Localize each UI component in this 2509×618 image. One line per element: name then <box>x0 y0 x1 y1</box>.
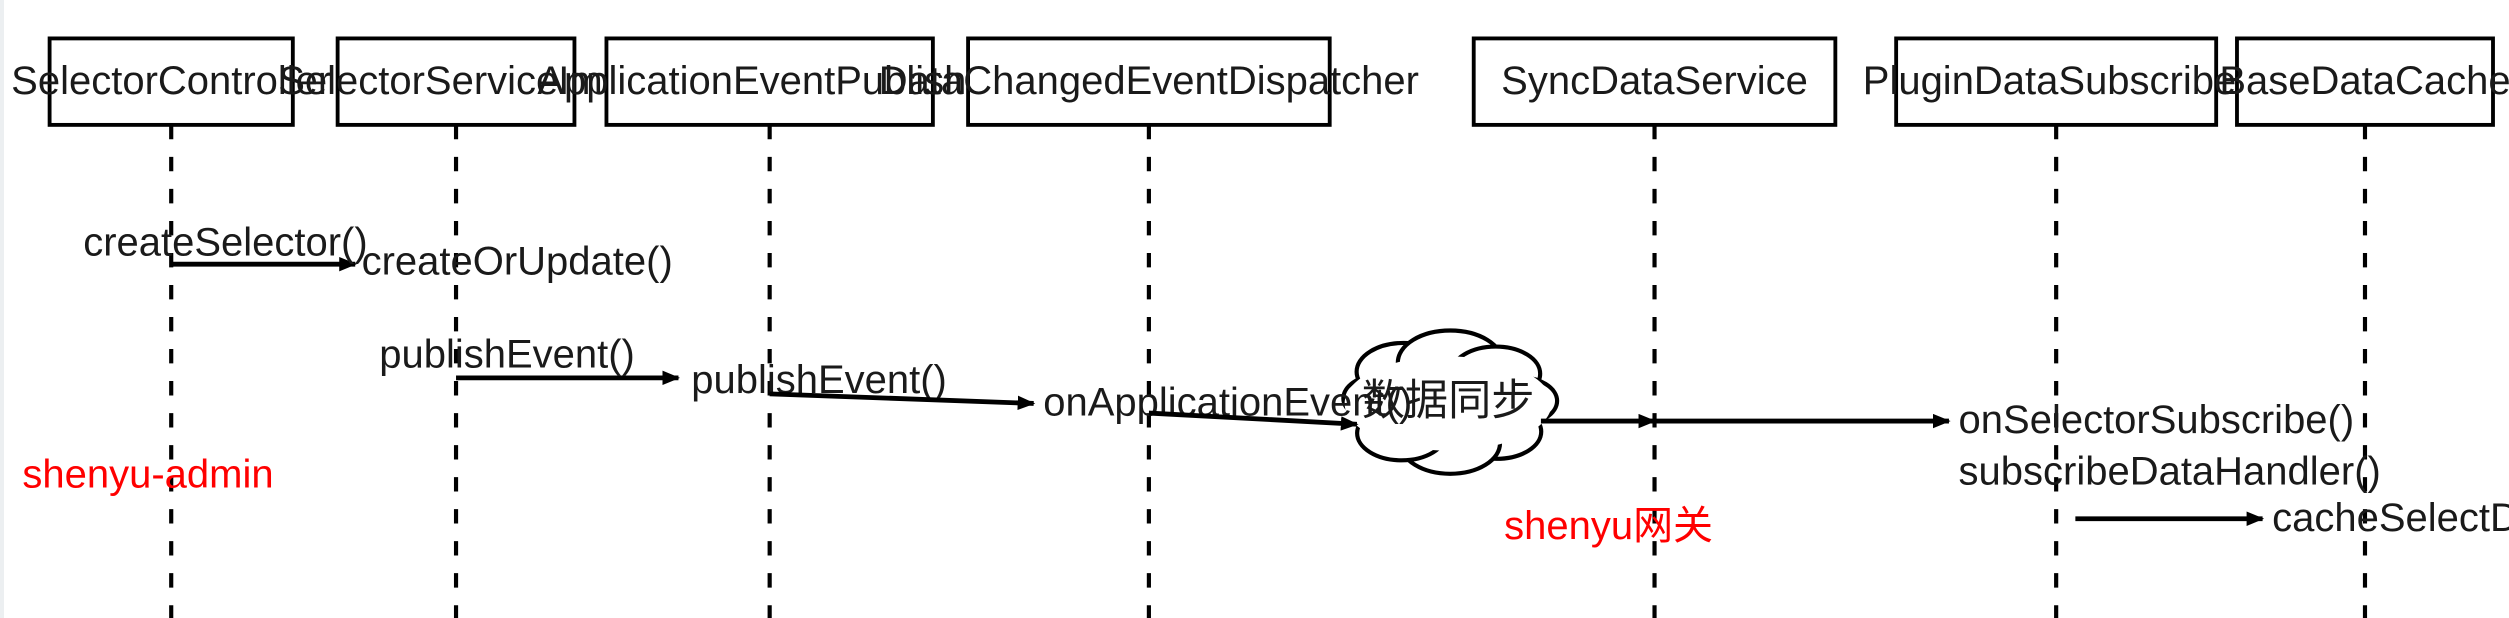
participant-label-application-event-publisher: ApplicationEventPublisher <box>537 59 1002 103</box>
lifeline-application-event-publisher: ApplicationEventPublisher <box>537 36 1002 618</box>
zone-label-zone-shenyu-gateway: shenyu网关 <box>1504 504 1713 548</box>
participant-label-selector-service-impl: SelectorServiceImpl <box>278 59 634 103</box>
message-arrow-msg-on-application-event <box>1148 410 1359 431</box>
participant-label-plugin-data-subscriber: PluginDataSubscriber <box>1863 59 2250 103</box>
message-msg-create-selector: createSelector()createOrUpdate() <box>83 221 673 284</box>
cloud-group: 数据同步 <box>1341 328 1560 476</box>
standalone-labels-group: subscribeDataHandler() <box>1959 449 2381 493</box>
lifeline-data-changed-event-dispatcher: DataChangedEventDispatcher <box>879 36 1419 618</box>
participant-box-plugin-data-subscriber[interactable] <box>1894 36 2219 127</box>
cloud-label: 数据同步 <box>1362 377 1535 425</box>
cloud-sync-cloud: 数据同步 <box>1341 328 1560 476</box>
cloud-interior <box>1344 356 1552 451</box>
zone-label-zone-shenyu-admin: shenyu-admin <box>22 453 273 497</box>
participant-label-sync-data-service: SyncDataService <box>1501 59 1808 103</box>
lifeline-selector-service-impl: SelectorServiceImpl <box>278 36 634 618</box>
message-msg-publish-event-1: publishEvent()publishEvent() <box>379 333 947 403</box>
participant-box-selector-controller[interactable] <box>47 36 295 127</box>
zone-labels-group: shenyu-admin shenyu网关 <box>22 453 1713 548</box>
participant-box-sync-data-service[interactable] <box>1471 36 1838 127</box>
message-msg-on-application-event <box>1148 410 1359 431</box>
message-caller-label-msg-publish-event-1: publishEvent() <box>379 333 635 377</box>
message-msg-cache-select-data: cacheSelectData() <box>2075 496 2509 540</box>
participant-label-data-changed-event-dispatcher: DataChangedEventDispatcher <box>879 59 1419 103</box>
participant-box-base-data-cache[interactable] <box>2235 36 2495 127</box>
participant-box-data-changed-event-dispatcher[interactable] <box>966 36 1332 127</box>
message-target-label-msg-on-selector-subscribe: onSelectorSubscribe() <box>1959 398 2355 442</box>
message-msg-on-selector-subscribe: onSelectorSubscribe() <box>1654 398 2355 442</box>
lifelines-group: SelectorControllerSelectorServiceImplApp… <box>11 36 2509 618</box>
participant-label-base-data-cache: BaseDataCache <box>2219 59 2509 103</box>
messages-group: createSelector()createOrUpdate() publishE… <box>83 221 2509 540</box>
lifeline-selector-controller: SelectorController <box>11 36 331 618</box>
lifeline-plugin-data-subscriber: PluginDataSubscriber <box>1863 36 2250 618</box>
message-caller-label-msg-create-selector: createSelector() <box>83 221 367 265</box>
standalone-label-label-subscribe-data-handler: subscribeDataHandler() <box>1959 449 2381 493</box>
participant-label-selector-controller: SelectorController <box>11 59 331 103</box>
lifeline-base-data-cache: BaseDataCache <box>2219 36 2509 618</box>
message-target-label-msg-cache-select-data: cacheSelectData() <box>2272 496 2509 540</box>
message-arrow-msg-publish-event-2 <box>769 391 1036 411</box>
canvas-edge-strip <box>0 0 4 618</box>
message-target-label-msg-create-selector: createOrUpdate() <box>362 240 673 284</box>
lifeline-sync-data-service: SyncDataService <box>1471 36 1838 618</box>
participant-box-selector-service-impl[interactable] <box>335 36 577 127</box>
